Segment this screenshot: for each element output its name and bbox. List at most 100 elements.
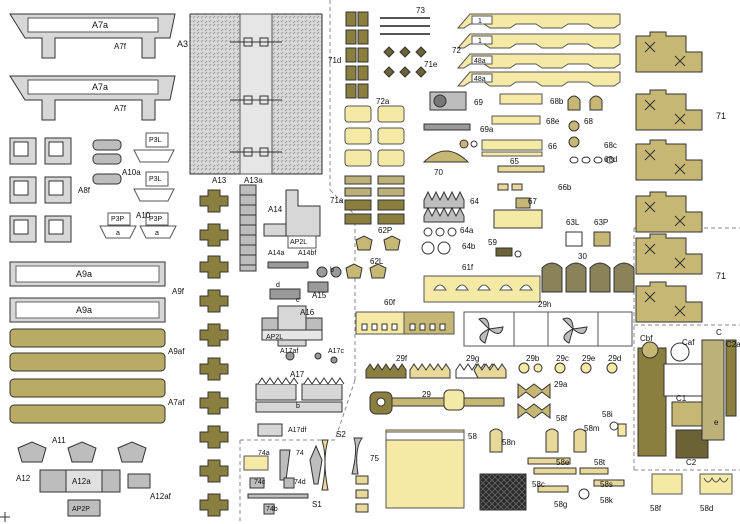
- label-63p: 63P: [594, 218, 609, 227]
- label-58g: 58g: [554, 500, 568, 509]
- label-a9f: A9f: [172, 287, 185, 296]
- label-72: 72: [452, 46, 461, 55]
- label-b-14: b: [330, 267, 334, 274]
- label-71-2: 71: [716, 271, 727, 281]
- label-c1: C1: [676, 394, 687, 403]
- label-p3l-1: P3L: [149, 137, 162, 144]
- label-c2a: C2a: [726, 340, 740, 349]
- label-58: 58: [468, 432, 477, 441]
- label-a13a: A13a: [244, 176, 263, 185]
- label-73: 73: [416, 6, 425, 15]
- label-b-1: b: [296, 403, 300, 410]
- label-62p: 62P: [378, 226, 393, 235]
- label-a10a: A10a: [122, 168, 141, 177]
- label-p3p-2: P3P: [149, 216, 163, 223]
- label-29h: 29h: [538, 300, 552, 309]
- label-64a: 64a: [460, 226, 474, 235]
- label-a-1: a: [116, 230, 120, 237]
- label-58i: 58i: [602, 410, 613, 419]
- label-48a-1: 48a: [474, 58, 486, 65]
- label-29a: 29a: [554, 380, 568, 389]
- label-a14: A14: [268, 205, 283, 214]
- label-p3l-2: P3L: [149, 176, 162, 183]
- label-a7f-1: A7f: [114, 42, 127, 51]
- label-71e: 71e: [424, 60, 438, 69]
- label-68e: 68e: [546, 117, 560, 126]
- label-29g: 29g: [466, 354, 480, 363]
- label-29d: 29d: [608, 354, 622, 363]
- label-74c: 74c: [254, 479, 266, 486]
- label-a7a-2: A7a: [92, 82, 109, 92]
- label-a13: A13: [212, 176, 227, 185]
- label-ap2l-2: AP2L: [266, 334, 284, 341]
- label-60f: 60f: [384, 298, 396, 307]
- label-29: 29: [422, 390, 431, 399]
- label-cb: Cbf: [640, 334, 653, 343]
- label-c: C: [716, 328, 722, 337]
- label-d-1: d: [276, 282, 280, 289]
- label-p3p-1: P3P: [111, 216, 125, 223]
- label-74: 74: [296, 450, 304, 457]
- label-a-2: a: [155, 230, 159, 237]
- label-29e: 29e: [582, 354, 596, 363]
- label-one-1: 1: [478, 18, 482, 25]
- label-ap2p: AP2P: [72, 506, 90, 513]
- label-a15: A15: [312, 291, 327, 300]
- label-59: 59: [488, 238, 497, 247]
- label-c2: C2: [686, 458, 697, 467]
- label-a12: A12: [16, 474, 31, 483]
- label-a9a-1: A9a: [76, 269, 93, 279]
- label-58m: 58m: [584, 424, 600, 433]
- label-69a: 69a: [480, 125, 494, 134]
- label-a10: A10: [136, 211, 151, 220]
- label-a14a: A14a: [268, 250, 285, 257]
- label-58c: 58c: [532, 480, 545, 489]
- label-58s: 58s: [600, 480, 613, 489]
- label-70: 70: [434, 168, 443, 177]
- label-a16: A16: [300, 308, 315, 317]
- label-68: 68: [584, 117, 593, 126]
- label-71: 71: [716, 111, 727, 121]
- label-a12a: A12a: [72, 477, 91, 486]
- label-62l: 62L: [370, 257, 384, 266]
- label-66b: 66b: [558, 183, 572, 192]
- label-a9af: A9af: [168, 347, 185, 356]
- label-66: 66: [548, 142, 557, 151]
- label-s2: S2: [336, 430, 346, 439]
- label-71a: 71a: [330, 196, 344, 205]
- label-64b: 64b: [462, 242, 476, 251]
- label-a8f: A8f: [78, 186, 91, 195]
- label-69: 69: [474, 98, 483, 107]
- label-a11: A11: [52, 436, 66, 445]
- label-ap2l-1: AP2L: [290, 239, 308, 246]
- label-a17a: A17af: [280, 348, 299, 355]
- label-a17c: A17c: [328, 348, 344, 355]
- label-48a-2: 48a: [474, 76, 486, 83]
- label-58d: 58d: [700, 504, 714, 513]
- label-58f: 58f: [556, 414, 568, 423]
- label-75: 75: [370, 454, 379, 463]
- label-a3: A3: [177, 39, 189, 49]
- label-29b: 29b: [526, 354, 540, 363]
- label-67: 67: [528, 197, 537, 206]
- label-a14b: A14bf: [298, 250, 317, 257]
- label-58k: 58k: [600, 496, 613, 505]
- label-74b: 74b: [266, 506, 278, 513]
- label-c-1: c: [296, 297, 300, 304]
- label-74d: 74d: [294, 479, 306, 486]
- label-a7f-2: A7f: [114, 104, 127, 113]
- label-a17d: A17df: [288, 427, 307, 434]
- label-61f: 61f: [462, 263, 474, 272]
- label-a9a-2: A9a: [76, 305, 93, 315]
- label-29f: 29f: [396, 354, 408, 363]
- label-71d: 71d: [328, 56, 342, 65]
- label-30: 30: [578, 252, 587, 261]
- label-58n: 58n: [502, 438, 516, 447]
- label-a17: A17: [290, 370, 305, 379]
- label-a12af: A12af: [150, 492, 171, 501]
- label-58f-2: 58f: [650, 504, 662, 513]
- label-68c: 68c: [604, 141, 617, 150]
- label-e: e: [714, 418, 719, 427]
